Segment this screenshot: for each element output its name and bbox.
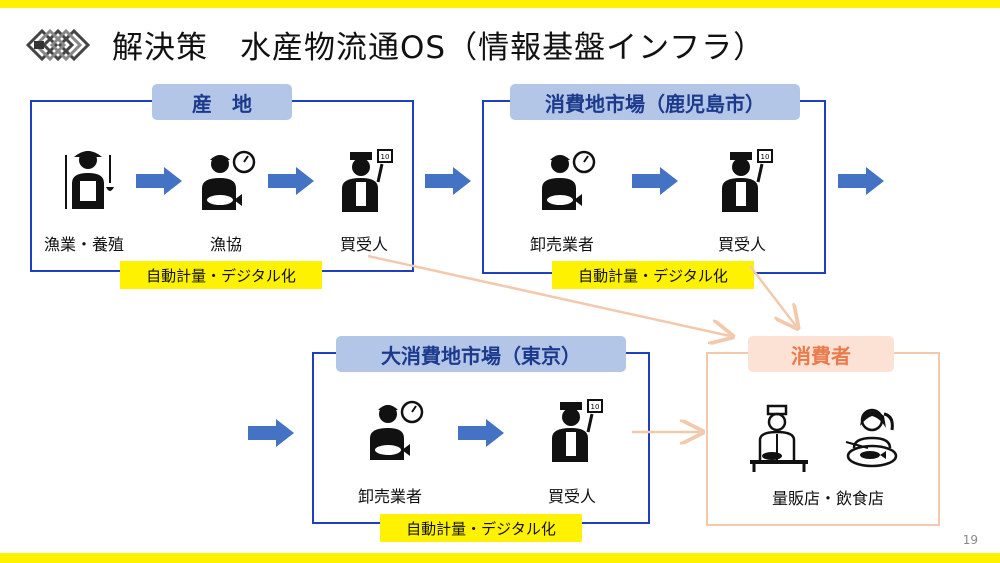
fish-worker-icon <box>364 398 424 464</box>
consumer-label: 量販店・飲食店 <box>771 489 885 508</box>
chef-icon <box>748 404 810 474</box>
consumer-header: 消費者 <box>748 336 894 372</box>
kagoshima-header: 消費地市場（鹿児島市） <box>510 84 800 120</box>
node-label-buyer: 買受人 <box>339 235 389 254</box>
svg-text:10: 10 <box>381 153 390 161</box>
node-label-wholesaler: 卸売業者 <box>357 487 423 506</box>
buyer-icon: 10 <box>716 146 776 214</box>
top-accent-bar <box>0 0 1000 8</box>
tokyo-digital-tag: 自動計量・デジタル化 <box>380 514 582 542</box>
fish-worker-icon <box>196 148 256 214</box>
fish-worker-icon <box>536 148 596 214</box>
flow-arrow <box>136 167 182 195</box>
tokyo-header: 大消費地市場（東京） <box>336 336 626 372</box>
flow-arrow <box>248 419 294 447</box>
buyer-icon: 10 <box>336 146 396 214</box>
bottom-accent-bar <box>0 553 1000 563</box>
node-label-fish-coop: 漁協 <box>209 235 243 254</box>
diner-icon <box>840 402 902 474</box>
origin-header: 産 地 <box>152 84 292 120</box>
page-title: 解決策 水産物流通OS（情報基盤インフラ） <box>112 30 766 66</box>
node-label-buyer: 買受人 <box>717 235 767 254</box>
origin-digital-tag: 自動計量・デジタル化 <box>120 261 322 289</box>
flow-arrow <box>425 167 471 195</box>
buyer-icon: 10 <box>546 396 606 464</box>
node-label-buyer: 買受人 <box>547 487 597 506</box>
svg-text:10: 10 <box>591 403 600 411</box>
node-label-wholesaler: 卸売業者 <box>529 235 595 254</box>
company-logo-icon <box>24 22 98 68</box>
flow-arrow <box>458 419 504 447</box>
kagoshima-digital-tag: 自動計量・デジタル化 <box>552 261 754 289</box>
flow-arrow <box>838 167 884 195</box>
flow-arrow <box>632 167 678 195</box>
svg-text:10: 10 <box>761 153 770 161</box>
page-number: 19 <box>962 533 978 547</box>
fisherman-icon <box>58 143 118 213</box>
node-label-fishery: 漁業・養殖 <box>43 235 125 254</box>
flow-arrow <box>268 167 314 195</box>
